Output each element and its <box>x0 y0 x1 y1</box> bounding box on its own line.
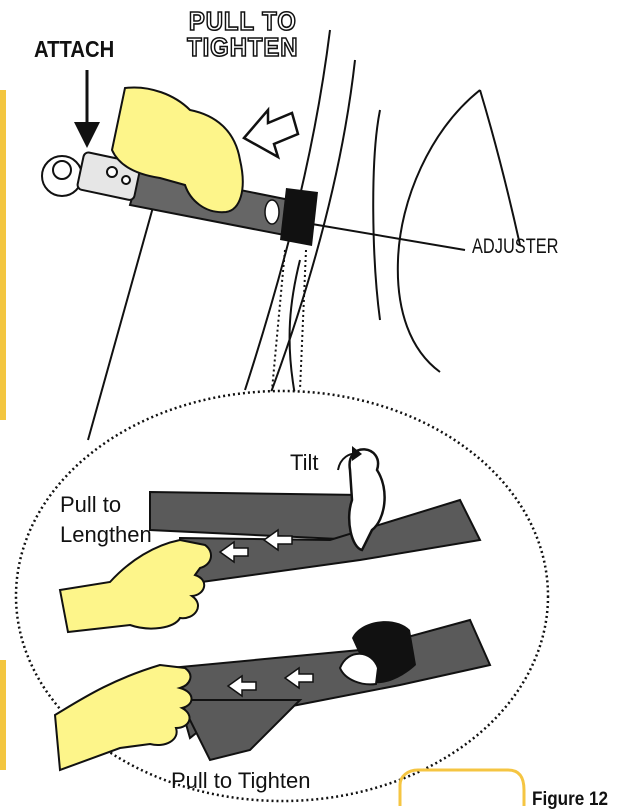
pull-to-tighten-title: PULL TO TIGHTEN <box>186 6 299 62</box>
adjuster-block <box>280 188 318 246</box>
zoom-connector <box>271 249 307 391</box>
attach-label: ATTACH <box>34 36 115 62</box>
lower-adjuster-lever <box>338 652 380 686</box>
attach-arrow <box>74 70 100 148</box>
tilt-arrow-head <box>352 446 362 461</box>
strap-to-adjuster-line <box>299 221 466 251</box>
tilt-lever <box>347 448 386 552</box>
tilt-label: Tilt <box>290 450 319 475</box>
tighten-arrow-icon <box>242 106 300 160</box>
adjuster-shine <box>264 199 280 225</box>
left-edge-bar <box>0 90 6 420</box>
pull-to-lengthen-label: Pull to Lengthen <box>60 492 152 547</box>
top-hand <box>110 86 244 214</box>
figure-caption: Figure 12 <box>532 789 609 810</box>
lengthen-hand <box>58 538 212 634</box>
lengthen-arrows <box>218 528 293 564</box>
figure-badge-outline <box>398 768 526 806</box>
pull-to-tighten-label: Pull to Tighten <box>171 768 311 793</box>
zoom-lower-strap-end <box>178 699 303 762</box>
seat-outline <box>87 29 521 441</box>
tighten-arrows <box>226 666 314 698</box>
tighten-hand <box>53 663 193 772</box>
left-edge-bar-lower <box>0 660 6 770</box>
adjuster-label: ADJUSTER <box>472 235 559 258</box>
anchor-hook <box>41 151 142 201</box>
